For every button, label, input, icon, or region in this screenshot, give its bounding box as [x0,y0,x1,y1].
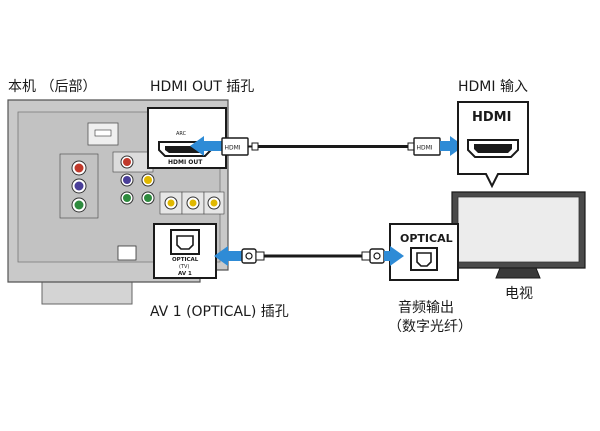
hdmi-in-callout: HDMI [457,101,529,189]
optical-cable [214,246,404,266]
label-audio-out-line1: 音频输出 [398,299,454,316]
label-av1-optical-jack: AV 1 (OPTICAL) 插孔 [150,304,289,320]
label-unit-rear: 本机 （后部） [8,79,96,95]
optical-in-line1: OPTICAL [172,257,199,263]
hdmi-cable: HDMI HDMI [190,136,464,156]
optical-in-line2: (TV) [179,264,189,270]
hdmi-in-box-label: HDMI [472,110,511,125]
arrow-from-optical-out [390,246,404,266]
label-hdmi-out-jack: HDMI OUT 插孔 [150,79,254,95]
tv-set [451,191,586,279]
label-hdmi-in: HDMI 输入 [458,79,528,95]
label-tv: 电视 [505,286,533,302]
hdmi-plug-right-label: HDMI [417,145,433,152]
optical-out-box-label: OPTICAL [400,232,453,245]
receiver-foot [41,281,133,305]
optical-in-callout: OPTICAL (TV) AV 1 [153,223,217,279]
hdmi-out-callout: ARC HDMI OUT [147,107,227,169]
label-audio-out-line2: （数字光纤） [388,319,472,335]
hdmi-out-port-label: HDMI OUT [168,159,203,166]
arrow-to-optical-in [214,246,228,266]
panel-optical-port [117,245,137,261]
component-jacks [59,153,99,219]
optical-out-callout: OPTICAL [389,223,459,281]
optical-in-line3: AV 1 [178,271,192,277]
tv-screen [457,196,580,263]
tv-stand [495,267,541,279]
rca-jack-grid [112,151,225,215]
arc-label: ARC [176,131,187,137]
arrow-to-hdmi-out [190,136,204,156]
hdmi-plug-left-label: HDMI [225,145,241,152]
